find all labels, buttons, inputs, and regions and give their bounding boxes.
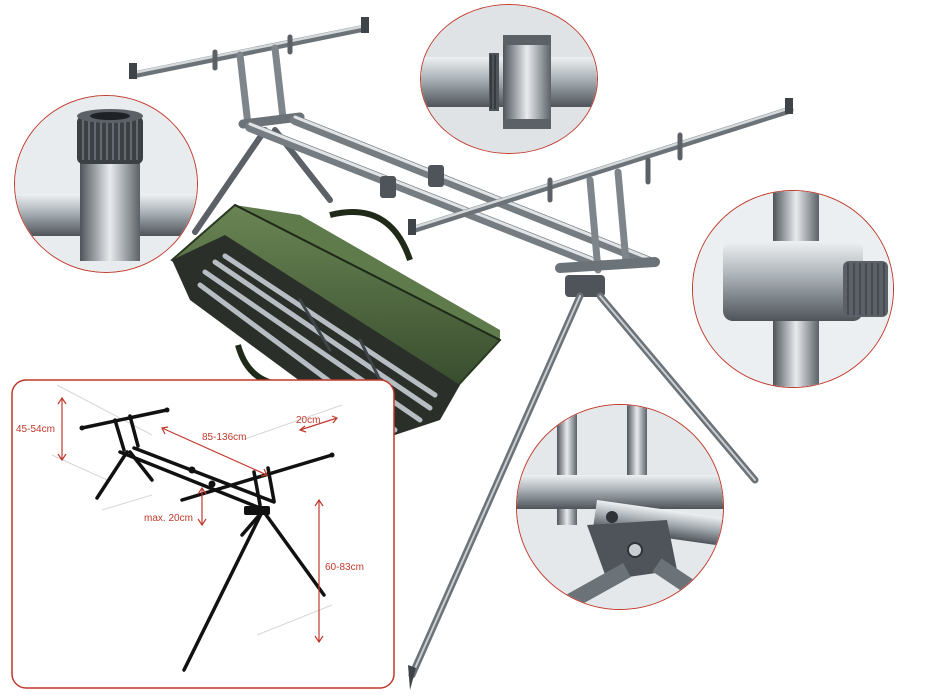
dim-bar-spacing: 20cm [296, 415, 320, 426]
threaded-joint-icon [421, 5, 597, 153]
knurled-knob-icon [693, 191, 893, 387]
hinge-bracket-icon [517, 405, 723, 609]
spec-diagram: 45-54cm 85-136cm 20cm max. 20cm 60-83cm [11, 379, 395, 689]
dim-leg-height: 60-83cm [325, 562, 364, 573]
dim-max-adjust: max. 20cm [144, 513, 193, 524]
inset-screw-cap [14, 95, 198, 273]
dim-pod-length: 85-136cm [202, 432, 246, 443]
rod-pod [129, 17, 794, 690]
inset-clamp-knob [692, 190, 894, 388]
inset-thread-joint [420, 4, 598, 154]
dim-buzz-bar-height: 45-54cm [16, 424, 55, 435]
inset-leg-hinge [516, 404, 724, 610]
knurled-cap-icon [15, 96, 197, 272]
